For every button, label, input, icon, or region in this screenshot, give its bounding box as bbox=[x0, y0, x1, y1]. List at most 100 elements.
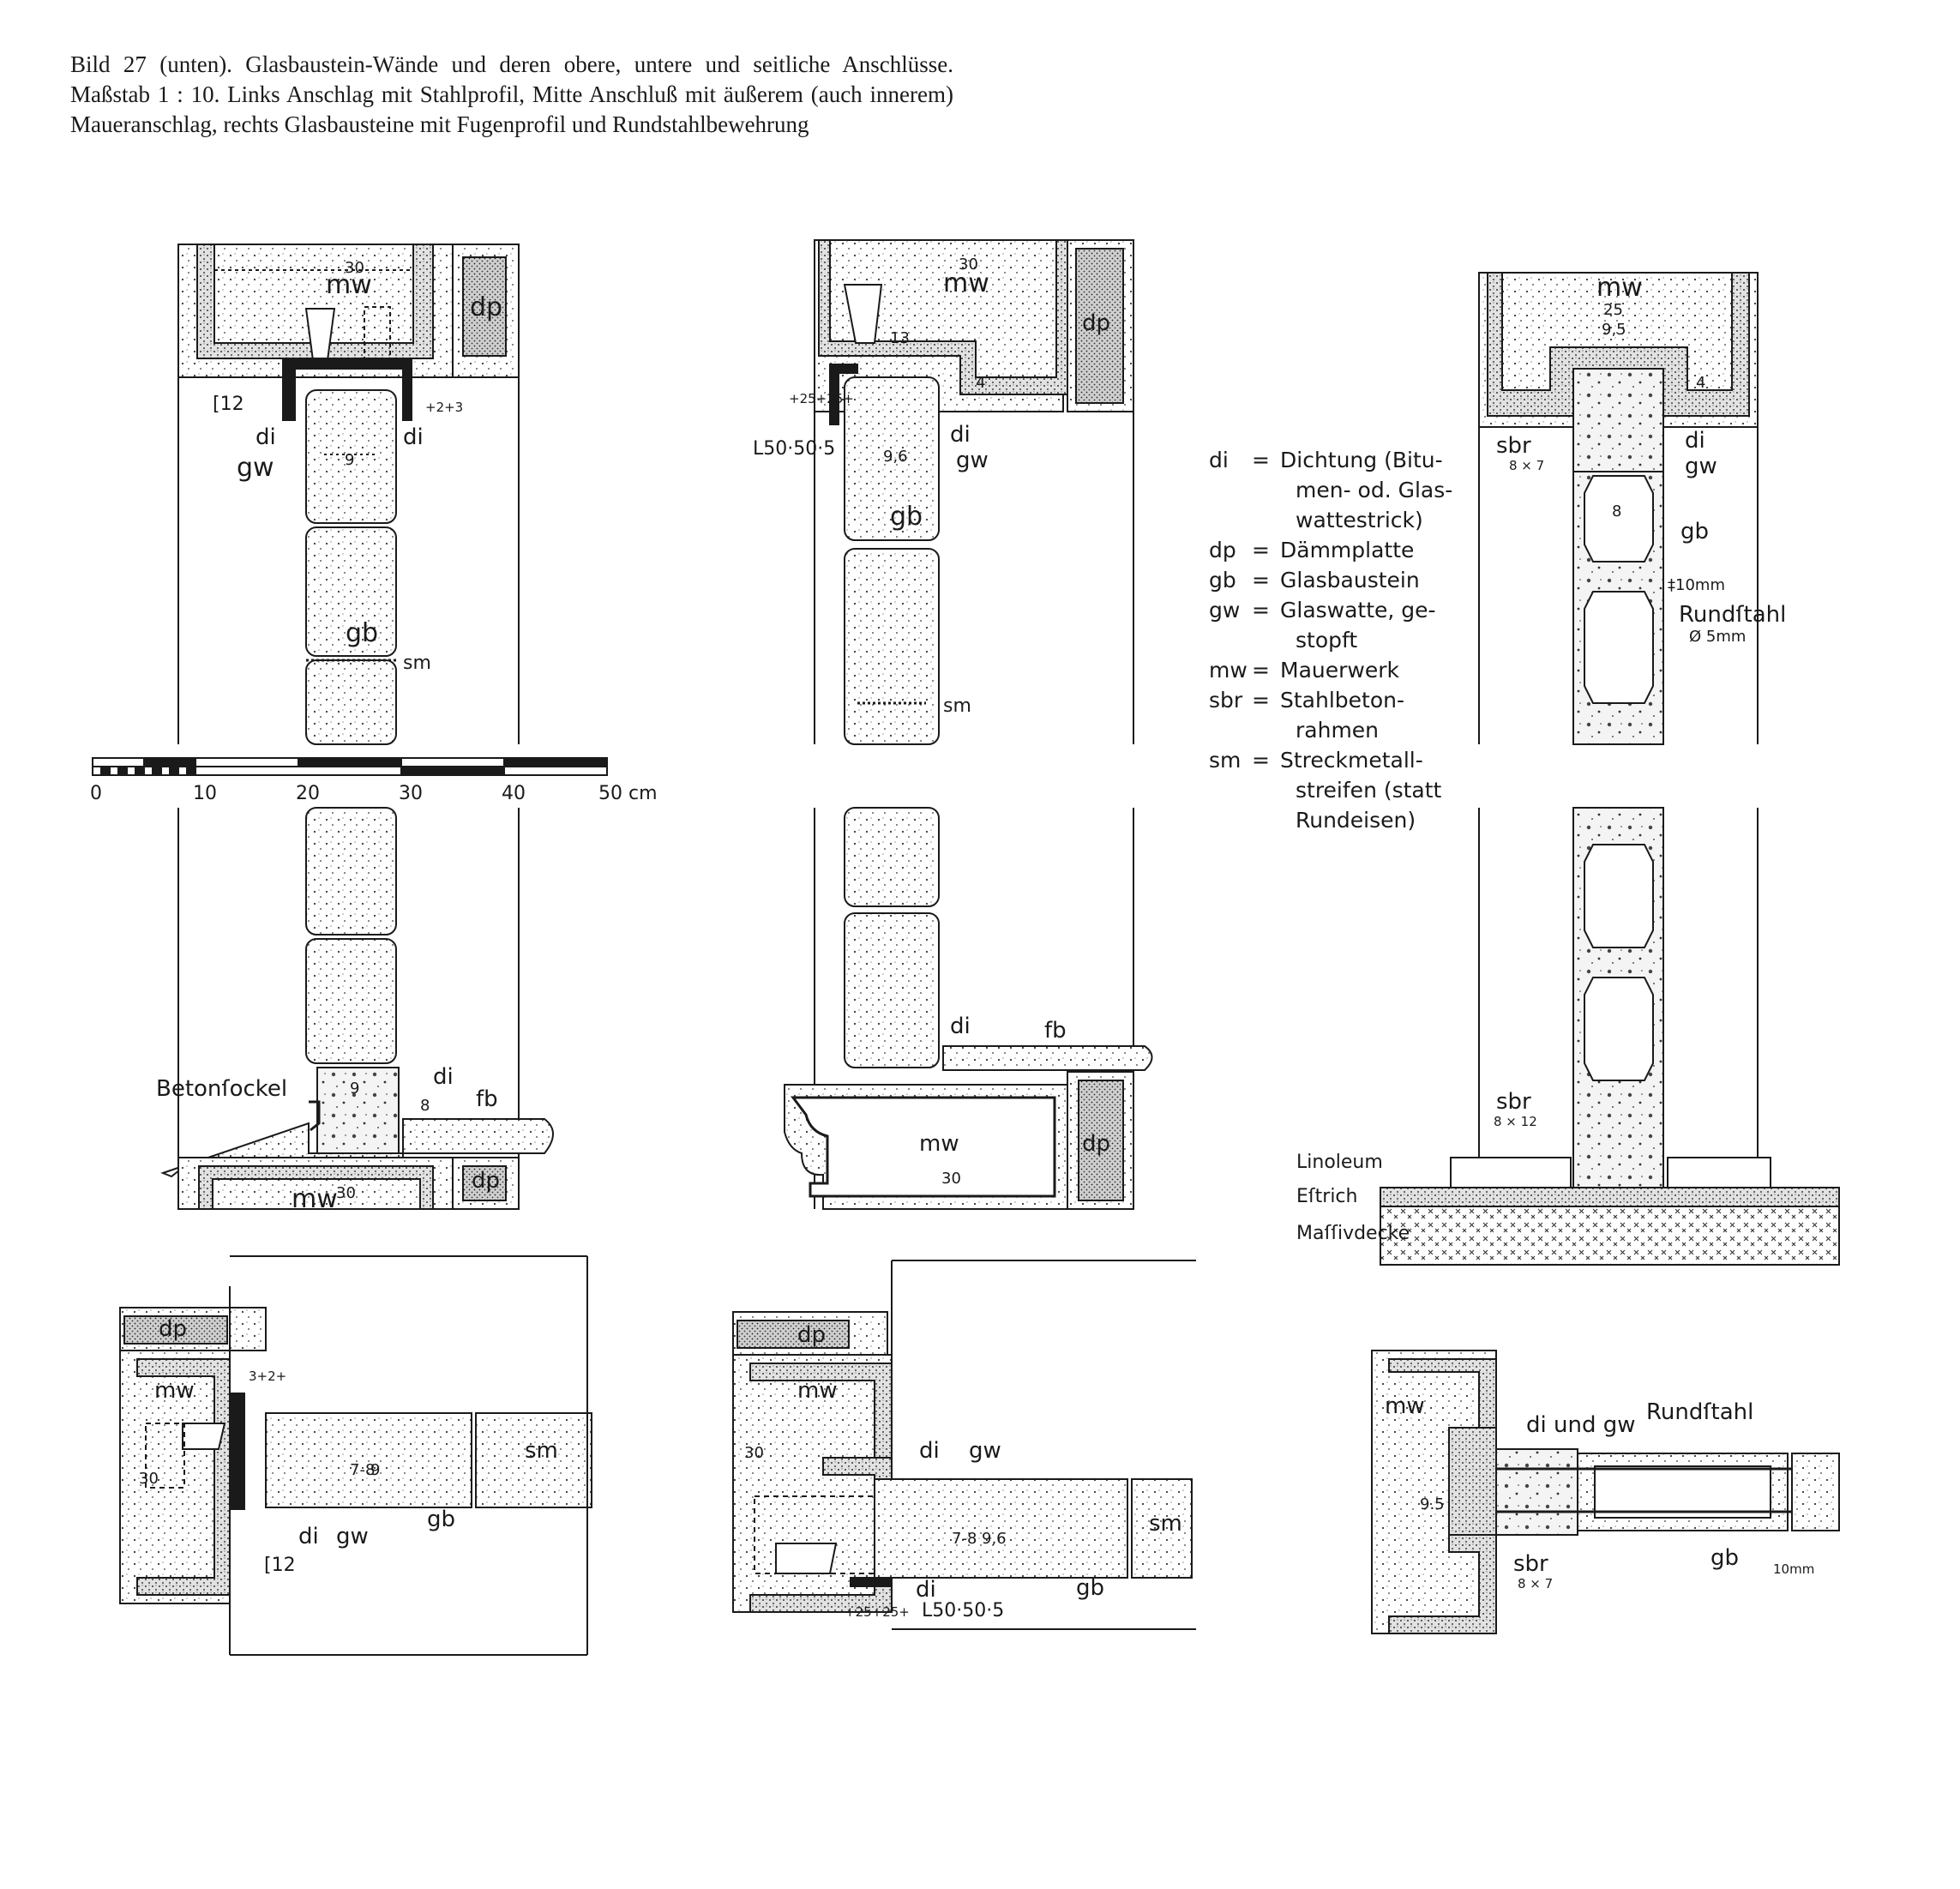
legend-row-sbr: sbr=Stahlbeton-rahmen bbox=[1209, 688, 1404, 743]
right-top-label-di: di bbox=[1685, 428, 1705, 454]
right-plan-sbr-dim: 8 × 7 bbox=[1518, 1576, 1553, 1591]
right-top-dim-25: 25 bbox=[1603, 301, 1623, 319]
middle-plan-label-gb: gb bbox=[1076, 1575, 1104, 1601]
middle-top-label-mw: mw bbox=[943, 268, 989, 298]
legend-abbr: di bbox=[1209, 448, 1229, 472]
middle-plan-dim-30: 30 bbox=[744, 1444, 764, 1462]
left-plan-label-di: di bbox=[298, 1524, 319, 1549]
right-plan-label-diundgw: di und gw bbox=[1526, 1412, 1636, 1438]
legend-abbr: mw bbox=[1209, 658, 1248, 683]
legend-row-dp: dp=Dämmplatte bbox=[1209, 538, 1414, 562]
left-plan-label-gb: gb bbox=[427, 1507, 455, 1532]
left-top-dim-30: 30 bbox=[345, 259, 364, 277]
left-top-section bbox=[177, 244, 520, 745]
right-plan-label-mw: mw bbox=[1385, 1393, 1425, 1419]
left-bottom-label-fb: fb bbox=[476, 1086, 498, 1112]
left-plan-dim-78: 7-8 bbox=[350, 1461, 375, 1479]
legend-equals: = bbox=[1252, 688, 1270, 713]
left-plan-dim-30: 30 bbox=[139, 1470, 159, 1488]
right-plan-label-gb: gb bbox=[1710, 1545, 1739, 1571]
right-plan-label-rundstahl: Rundſtahl bbox=[1646, 1399, 1753, 1425]
legend-row-gw: gw=Glaswatte, ge-stopft bbox=[1209, 598, 1436, 653]
legend-equals: = bbox=[1252, 748, 1270, 773]
left-plan-label-mw: mw bbox=[154, 1378, 195, 1404]
left-bottom-dim-30: 30 bbox=[336, 1184, 356, 1202]
legend-abbr: sm bbox=[1209, 748, 1241, 773]
middle-top-dim-4: 4 bbox=[976, 374, 985, 392]
legend-description-line: Glasbaustein bbox=[1280, 568, 1420, 593]
middle-bottom-label-dp: dp bbox=[1082, 1131, 1110, 1157]
middle-bottom-section bbox=[784, 807, 1153, 1210]
scale-tick-0: 0 bbox=[90, 783, 102, 804]
middle-top-label-L50: L50·50·5 bbox=[753, 438, 835, 460]
legend-equals: = bbox=[1252, 658, 1270, 683]
right-top-label-gb: gb bbox=[1680, 519, 1709, 544]
middle-top-label-gw: gw bbox=[956, 448, 989, 473]
left-top-label-di-right: di bbox=[403, 424, 424, 450]
middle-top-gap-2525: +25+25+ bbox=[789, 391, 854, 406]
right-bottom-section bbox=[1380, 807, 1840, 1266]
middle-plan-label-di-bottom: di bbox=[916, 1577, 936, 1603]
left-plan-label-c12: [12 bbox=[264, 1555, 296, 1576]
legend-description-line: rahmen bbox=[1296, 718, 1379, 743]
legend-abbr: gw bbox=[1209, 598, 1240, 623]
legend-row-sm: sm=Streckmetall-streifen (stattRundeisen… bbox=[1209, 748, 1442, 833]
left-top-gap-223: +2+3 bbox=[425, 400, 463, 415]
left-bottom-section bbox=[160, 807, 554, 1210]
middle-plan-label-dp: dp bbox=[797, 1322, 826, 1348]
legend-row-di: di=Dichtung (Bitu-men- od. Glas-wattestr… bbox=[1209, 448, 1452, 532]
scale-tick-20: 20 bbox=[296, 783, 320, 804]
middle-plan-label-di: di bbox=[919, 1438, 940, 1464]
middle-bottom-label-fb: fb bbox=[1044, 1018, 1067, 1044]
left-bottom-label-mw: mw bbox=[292, 1184, 338, 1214]
middle-top-dim-13: 13 bbox=[890, 329, 910, 347]
legend-abbr: gb bbox=[1209, 568, 1236, 593]
right-bottom-label-massivdecke: Maſſivdecke bbox=[1296, 1223, 1410, 1244]
legend-description-line: Dämmplatte bbox=[1280, 538, 1414, 562]
legend-description-line: Stahlbeton- bbox=[1280, 688, 1404, 713]
right-plan-label-sbr: sbr bbox=[1513, 1551, 1548, 1577]
legend-row-mw: mw=Mauerwerk bbox=[1209, 658, 1399, 683]
left-top-label-c12: [12 bbox=[213, 394, 244, 415]
figure-caption: Bild 27 (unten). Glasbaustein-Wände und … bbox=[70, 51, 953, 137]
left-top-dim-9: 9 bbox=[345, 451, 354, 469]
scale-tick-40: 40 bbox=[502, 783, 526, 804]
middle-plan-label-sm: sm bbox=[1149, 1511, 1182, 1537]
left-bottom-dim-8: 8 bbox=[420, 1097, 430, 1115]
middle-plan-label-mw: mw bbox=[797, 1378, 838, 1404]
middle-plan-label-gw: gw bbox=[969, 1438, 1001, 1464]
scale-tick-50cm: 50 cm bbox=[598, 783, 658, 804]
left-top-label-sm: sm bbox=[403, 653, 431, 674]
left-top-label-gw: gw bbox=[237, 453, 274, 483]
legend-equals: = bbox=[1252, 538, 1270, 562]
legend-description-line: Glaswatte, ge- bbox=[1280, 598, 1436, 623]
left-bottom-label-betonsockel: Betonſockel bbox=[156, 1076, 287, 1102]
right-top-label-rundstahl: Rundſtahl bbox=[1679, 602, 1786, 628]
right-bottom-label-estrich: Eſtrich bbox=[1296, 1186, 1357, 1207]
scale-tick-10: 10 bbox=[193, 783, 217, 804]
middle-plan-label-L50: L50·50·5 bbox=[922, 1600, 1004, 1621]
right-plan-section bbox=[1371, 1350, 1840, 1634]
left-plan-label-sm: sm bbox=[525, 1438, 558, 1464]
middle-plan-section bbox=[732, 1260, 1196, 1630]
scale-bar bbox=[92, 757, 608, 776]
middle-bottom-dim-30: 30 bbox=[941, 1170, 961, 1188]
left-top-label-gb: gb bbox=[346, 618, 378, 648]
right-bottom-sbr-dim: 8 × 12 bbox=[1494, 1114, 1537, 1129]
middle-top-label-di: di bbox=[950, 422, 971, 448]
middle-top-section bbox=[814, 239, 1134, 745]
middle-bottom-label-di: di bbox=[950, 1014, 971, 1039]
legend-equals: = bbox=[1252, 598, 1270, 623]
legend-description-line: men- od. Glas- bbox=[1296, 478, 1452, 502]
legend-description-line: wattestrick) bbox=[1296, 508, 1423, 532]
left-bottom-dim-9: 9 bbox=[350, 1080, 359, 1098]
left-plan-label-gw: gw bbox=[336, 1524, 369, 1549]
legend: di = Dichtung (Bitu-men- od. Glas-wattestr… bbox=[1209, 448, 1452, 833]
right-top-diameter: Ø 5mm bbox=[1689, 628, 1746, 646]
legend-description-line: streifen (statt bbox=[1296, 778, 1442, 803]
middle-top-dim-30: 30 bbox=[959, 256, 978, 274]
legend-description-line: Dichtung (Bitu- bbox=[1280, 448, 1443, 472]
left-plan-section bbox=[119, 1255, 592, 1656]
right-top-label-sbr: sbr bbox=[1496, 433, 1531, 459]
